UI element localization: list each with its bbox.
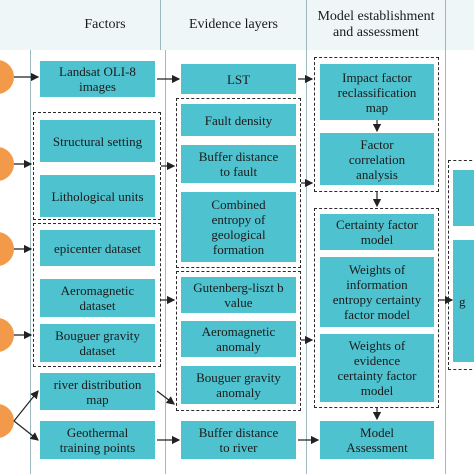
- column-divider-1: [30, 50, 31, 474]
- fault-density-box: Fault density: [181, 104, 296, 136]
- lithological-label: Lithological units: [51, 188, 144, 204]
- gutenberg-box: Gutenberg-liszt b value: [181, 277, 296, 313]
- header-model: Model establishment and assessment: [317, 9, 435, 40]
- aeromagnetic-dataset-box: Aeromagnetic dataset: [40, 279, 155, 317]
- epicenter-box: epicenter dataset: [40, 230, 155, 266]
- column-divider-2: [165, 50, 166, 474]
- header-model-column: Model establishment and assessment: [307, 0, 446, 50]
- landsat-label: Landsat OLI-8 images: [59, 64, 136, 94]
- bouguer-dataset-label: Bouguer gravity dataset: [55, 328, 140, 358]
- bouguer-anomaly-box: Bouguer gravity anomaly: [181, 366, 296, 404]
- right-partial-label: g: [459, 293, 466, 309]
- header-factors-column: Factors: [0, 0, 161, 50]
- correlation-box: Factor correlation analysis: [320, 133, 434, 185]
- factors-geophysics-group: [33, 223, 161, 367]
- lst-box: LST: [181, 64, 296, 94]
- header-right-column: [446, 0, 474, 50]
- buffer-fault-label: Buffer distance to fault: [198, 149, 279, 179]
- bouguer-anomaly-label: Bouguer gravity anomaly: [196, 370, 281, 400]
- certainty-factor-box: Certainty factor model: [320, 214, 434, 250]
- lithological-box: Lithological units: [40, 175, 155, 217]
- evidence-certainty-box: Weights of evidence certainty factor mod…: [320, 334, 434, 402]
- structural-box: Structural setting: [40, 120, 155, 162]
- landsat-box: Landsat OLI-8 images: [40, 61, 155, 97]
- step-circle-1: [0, 60, 14, 94]
- reclassification-label: Impact factor reclassification map: [337, 69, 417, 115]
- factors-geology-group: [33, 112, 161, 220]
- step-circle-5: [0, 404, 14, 438]
- buffer-river-box: Buffer distance to river: [181, 421, 296, 459]
- reclassification-box: Impact factor reclassification map: [320, 64, 434, 120]
- river-distribution-box: river distribution map: [40, 373, 155, 410]
- header-evidence: Evidence layers: [188, 17, 278, 32]
- correlation-label: Factor correlation analysis: [348, 136, 406, 182]
- model-assessment-label: Model Assessment: [346, 425, 408, 455]
- epicenter-label: epicenter dataset: [54, 240, 141, 256]
- step-circle-3: [0, 232, 14, 266]
- evidence-certainty-label: Weights of evidence certainty factor mod…: [337, 338, 417, 398]
- right-partial-group: [448, 160, 474, 370]
- gutenberg-label: Gutenberg-liszt b value: [193, 280, 284, 310]
- model-assessment-box: Model Assessment: [320, 421, 434, 459]
- aeromagnetic-anomaly-box: Aeromagnetic anomaly: [181, 321, 296, 357]
- column-divider-4: [445, 50, 446, 474]
- aeromagnetic-anomaly-label: Aeromagnetic anomaly: [201, 324, 276, 354]
- geothermal-points-label: Geothermal training points: [59, 425, 136, 455]
- lst-label: LST: [226, 71, 251, 87]
- river-distribution-label: river distribution map: [53, 376, 142, 407]
- header-factors: Factors: [84, 17, 126, 32]
- combined-entropy-box: Combined entropy of geological formation: [181, 192, 296, 262]
- bouguer-dataset-box: Bouguer gravity dataset: [40, 324, 155, 362]
- step-circle-2: [0, 147, 14, 181]
- structural-label: Structural setting: [52, 133, 143, 149]
- model-preprocess-group: [314, 57, 439, 192]
- header-evidence-column: Evidence layers: [161, 0, 307, 50]
- evidence-geophysics-group: [176, 271, 301, 411]
- buffer-river-label: Buffer distance to river: [198, 425, 279, 455]
- certainty-factor-label: Certainty factor model: [336, 217, 418, 247]
- info-entropy-label: Weights of information entropy certainty…: [332, 262, 422, 322]
- step-circle-4: [0, 318, 14, 352]
- right-partial-box-1: [453, 170, 474, 226]
- column-divider-3: [306, 50, 307, 474]
- model-methods-group: [314, 208, 439, 408]
- evidence-geology-group: [176, 98, 301, 268]
- info-entropy-box: Weights of information entropy certainty…: [320, 257, 434, 327]
- combined-entropy-label: Combined entropy of geological formation: [211, 197, 266, 257]
- geothermal-points-box: Geothermal training points: [40, 421, 155, 459]
- fault-density-label: Fault density: [204, 112, 273, 128]
- buffer-fault-box: Buffer distance to fault: [181, 145, 296, 183]
- right-partial-box-2: g: [453, 240, 474, 362]
- aeromagnetic-dataset-label: Aeromagnetic dataset: [60, 283, 135, 313]
